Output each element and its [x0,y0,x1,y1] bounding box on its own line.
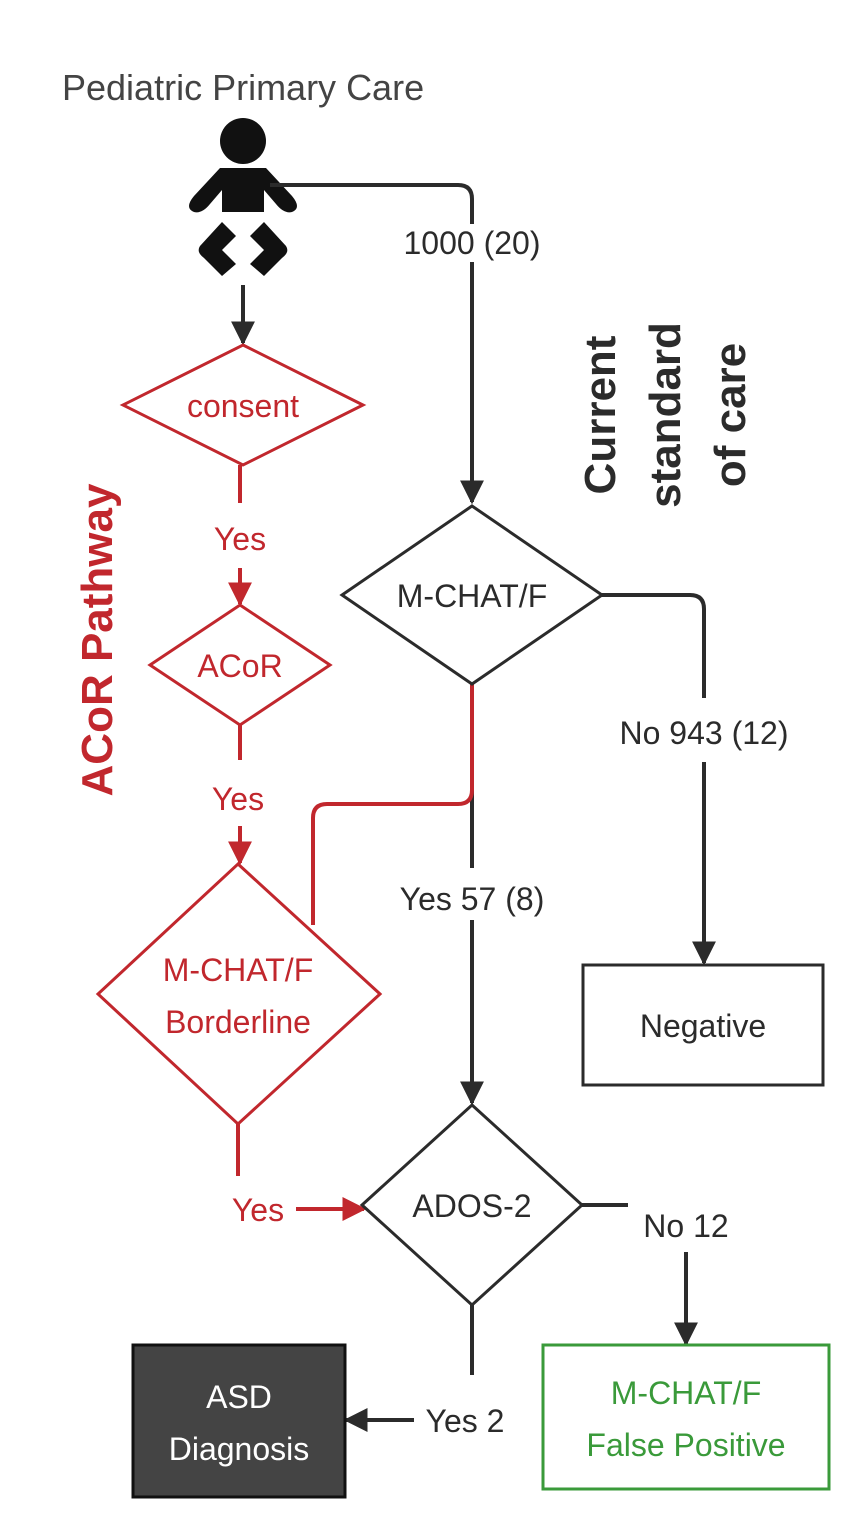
mchat-borderline-label-line1: M-CHAT/F [163,952,313,988]
page-title: Pediatric Primary Care [62,67,424,108]
edge-label-acor-yes: Yes [212,781,264,817]
consent-decision [119,343,367,467]
asd-diagnosis-label-line1: ASD [206,1379,272,1415]
ados-decision [359,1102,585,1308]
mchat-borderline-label-line2: Borderline [165,1004,311,1040]
acor-decision [147,603,333,727]
edge-label-borderline-yes: Yes [232,1192,284,1228]
false-positive-label-line1: M-CHAT/F [611,1375,761,1411]
edge-label-to-mchat: 1000 (20) [404,225,541,261]
edge-label-mchat-yes: Yes 57 (8) [400,881,545,917]
false-positive-box [541,1343,831,1491]
current-standard-label-line3: of care [706,343,755,487]
edge-label-ados-yes: Yes 2 [426,1403,505,1439]
mchat-borderline-decision [95,861,383,1127]
baby-icon [189,118,297,276]
current-standard-label-line1: Current [576,335,625,494]
edge-label-consent-yes: Yes [214,521,266,557]
asd-diagnosis-label-line2: Diagnosis [169,1431,310,1467]
acor-connectors [228,465,474,1221]
mchat-label: M-CHAT/F [397,578,547,614]
mchat-decision [339,504,605,686]
current-standard-label-line2: standard [641,322,690,508]
edge-label-mchat-no: No 943 (12) [620,715,789,751]
edge-label-ados-no: No 12 [643,1208,728,1244]
negative-box [581,963,825,1087]
ados-label: ADOS-2 [412,1188,531,1224]
acor-label: ACoR [197,648,282,684]
acor-pathway-label: ACoR Pathway [73,483,122,796]
asd-diagnosis-box [131,1343,347,1499]
negative-label: Negative [640,1008,766,1044]
consent-label: consent [187,388,299,424]
false-positive-label-line2: False Positive [586,1427,785,1463]
